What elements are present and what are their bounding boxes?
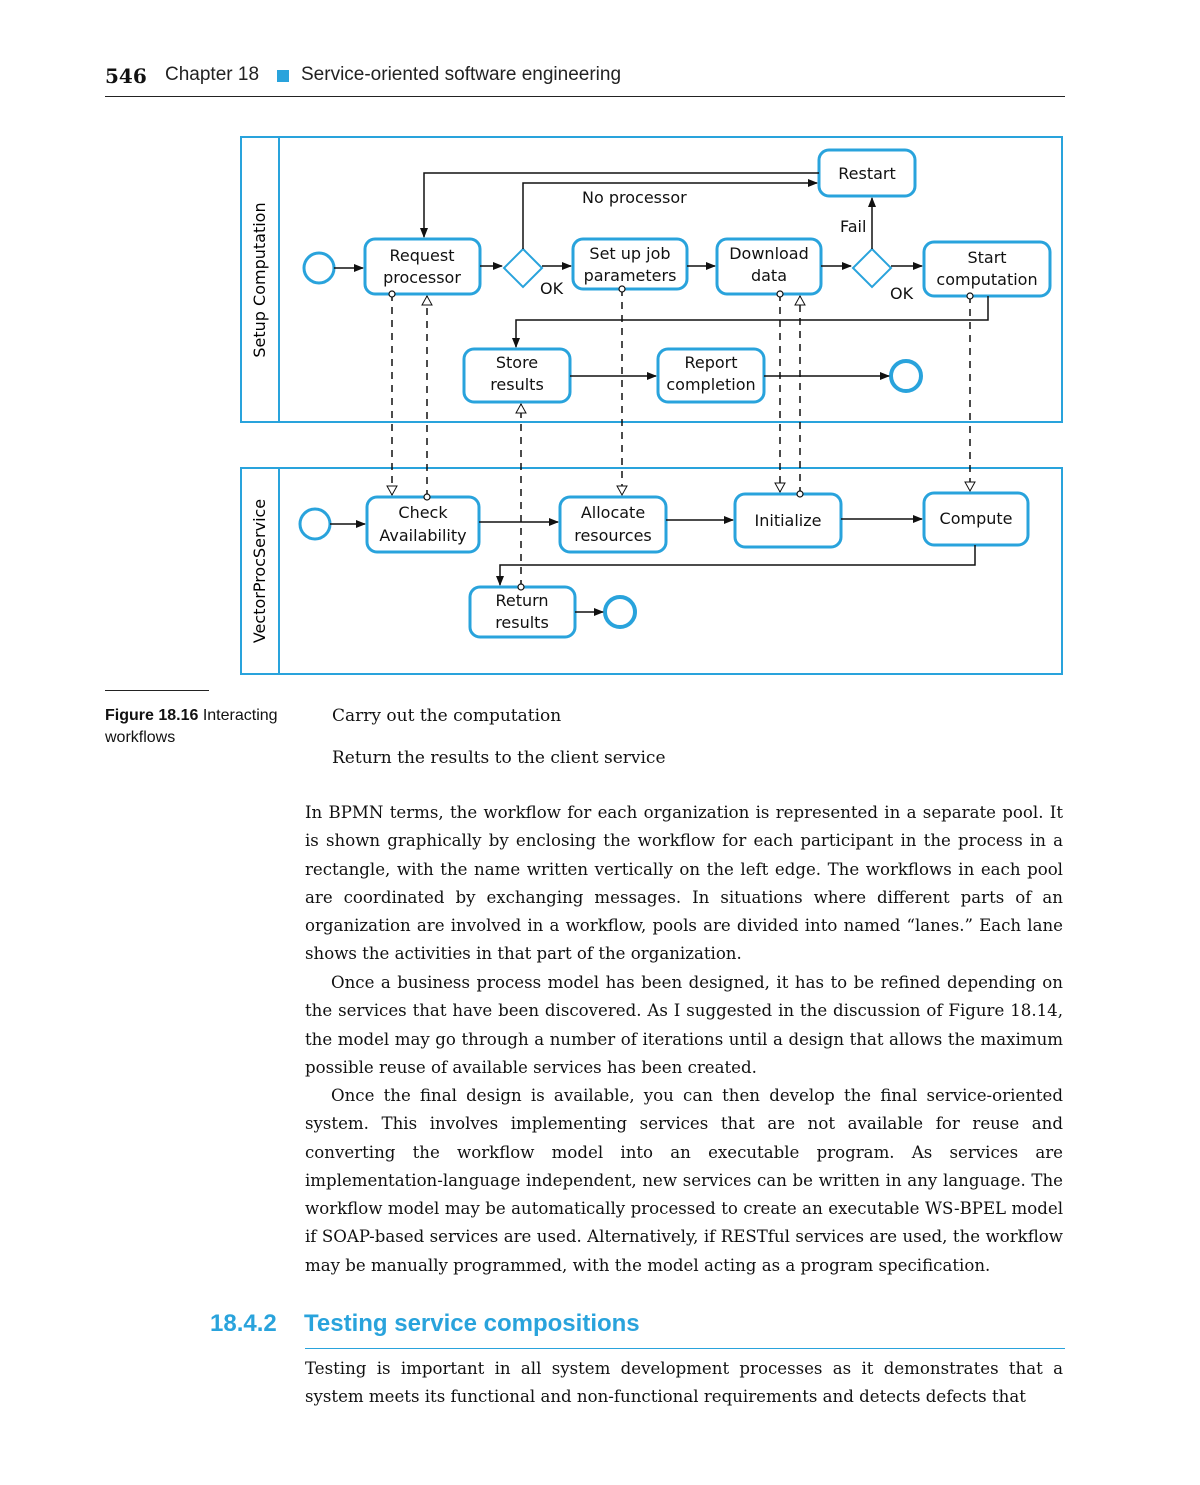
task-label: Restart xyxy=(838,164,896,183)
chapter-label: Chapter 18 xyxy=(165,64,260,85)
figure-caption-text: Interacting workflows xyxy=(105,707,278,746)
task-label: results xyxy=(490,375,544,394)
task-label: Download xyxy=(729,244,809,263)
task-check-availability xyxy=(365,495,481,554)
section-rule xyxy=(305,1348,1065,1349)
task-label: completion xyxy=(666,375,755,394)
edge-label-fail: Fail xyxy=(840,217,866,236)
gateway-processor xyxy=(502,247,544,289)
task-label: Allocate xyxy=(581,503,645,522)
section-number: 18.4.2 xyxy=(210,1310,277,1337)
page-number: 546 xyxy=(105,64,147,88)
task-initialize xyxy=(733,492,843,549)
start-event-vectorproc xyxy=(298,507,332,541)
figure-number: Figure 18.16 xyxy=(105,707,199,724)
task-label: Start xyxy=(967,248,1006,267)
end-event-vectorproc xyxy=(603,595,637,629)
task-setup-job xyxy=(571,237,689,291)
caption-rule xyxy=(105,690,209,691)
task-label: results xyxy=(495,613,549,632)
end-event-setup xyxy=(889,359,923,393)
gateway-download xyxy=(851,247,893,289)
start-event-setup xyxy=(302,251,336,285)
list-item: Carry out the computation xyxy=(332,706,562,726)
task-label: Check xyxy=(398,503,448,522)
interacting-workflows-diagram: Setup Computation VectorProcService Requ… xyxy=(240,136,1063,675)
task-label: computation xyxy=(936,270,1037,289)
header-square-icon xyxy=(277,70,289,82)
paragraph: Once a business process model has been d… xyxy=(305,973,1063,1077)
task-start-computation xyxy=(922,240,1052,298)
edge-label-no-processor: No processor xyxy=(582,188,687,207)
task-label: Store xyxy=(496,353,538,372)
task-label: processor xyxy=(383,268,461,287)
task-label: resources xyxy=(574,526,652,545)
list-item: Return the results to the client service xyxy=(332,748,666,768)
task-label: Set up job xyxy=(589,244,670,263)
task-allocate-resources xyxy=(558,495,668,554)
task-label: Return xyxy=(495,591,548,610)
paragraph: In BPMN terms, the workflow for each org… xyxy=(305,803,1063,964)
pool-setup-computation: Setup Computation xyxy=(240,136,1063,423)
figure-caption: Figure 18.16 Interacting workflows xyxy=(105,705,325,749)
task-label: Availability xyxy=(379,526,466,545)
task-label: data xyxy=(751,266,787,285)
task-label: Compute xyxy=(940,509,1013,528)
task-label: Report xyxy=(684,353,737,372)
pool-vectorprocservice: VectorProcService xyxy=(240,467,1063,675)
task-label: parameters xyxy=(584,266,677,285)
task-label: Request xyxy=(390,246,455,265)
edge-label-ok: OK xyxy=(540,279,564,298)
chapter-title: Service-oriented software engineering xyxy=(301,64,622,85)
edge-label-ok: OK xyxy=(890,284,914,303)
pool-label-vectorproc: VectorProcService xyxy=(250,499,269,643)
task-label: Initialize xyxy=(755,511,822,530)
running-header: 546 Chapter 18 Service-oriented software… xyxy=(105,60,1065,97)
paragraph: Once the final design is available, you … xyxy=(305,1086,1063,1275)
section-title: Testing service compositions xyxy=(304,1310,640,1337)
paragraph: Testing is important in all system devel… xyxy=(305,1359,1063,1407)
task-compute xyxy=(922,491,1030,547)
pool-label-setup: Setup Computation xyxy=(250,202,269,357)
